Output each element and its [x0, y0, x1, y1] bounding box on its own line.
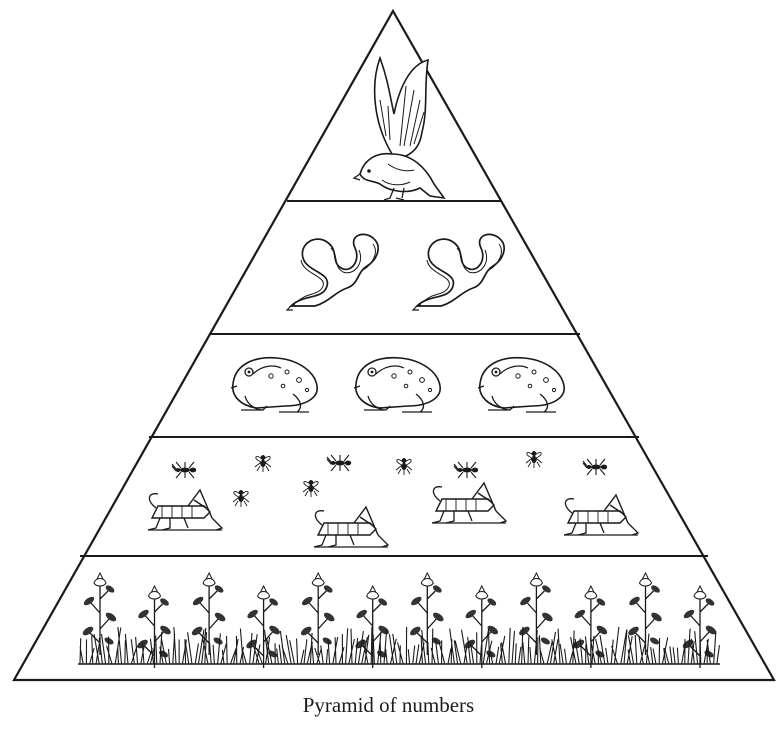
diagram-caption: Pyramid of numbers: [0, 693, 777, 718]
level-frogs: [231, 358, 564, 412]
